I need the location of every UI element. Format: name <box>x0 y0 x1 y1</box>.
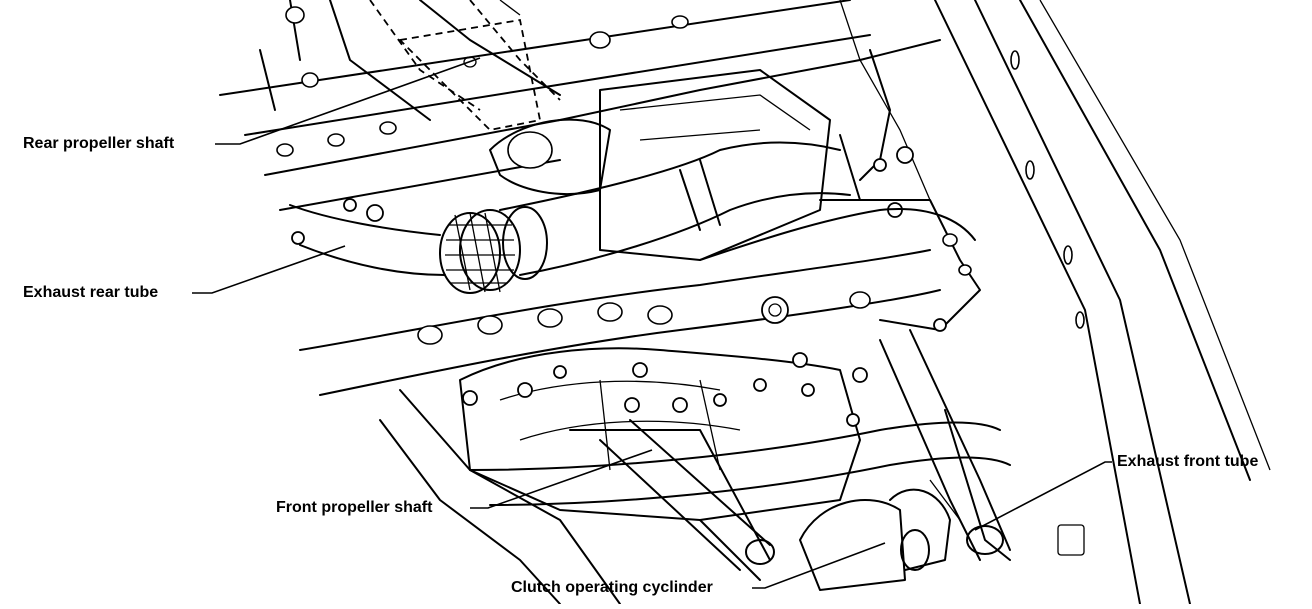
leader-lines <box>192 57 1112 589</box>
leader-clutch-operating-cylinder <box>752 542 886 589</box>
transmission-case <box>459 318 947 521</box>
label-rear-propeller-shaft: Rear propeller shaft <box>23 135 175 152</box>
leader-front-propeller-shaft <box>470 449 653 509</box>
label-front-propeller-shaft: Front propeller shaft <box>276 499 433 516</box>
leader-exhaust-front-tube <box>974 461 1112 531</box>
exhaust-rear-tube-drawing <box>289 204 446 276</box>
front-propeller-shaft-drawing <box>569 397 775 581</box>
engine-block <box>343 0 931 261</box>
upper-frame-rails <box>219 0 941 211</box>
leader-exhaust-rear-tube <box>192 245 346 294</box>
lower-rails <box>379 389 1011 605</box>
body-side-rails <box>934 0 1271 605</box>
label-exhaust-rear-tube: Exhaust rear tube <box>23 284 159 301</box>
rear-propeller-shaft-drawing <box>369 0 561 131</box>
label-clutch-operating-cylinder: Clutch operating cyclinder <box>511 579 713 596</box>
exhaust-pipe <box>439 134 861 294</box>
exhaust-front-tube-drawing <box>799 329 1011 591</box>
leader-rear-propeller-shaft <box>215 57 481 145</box>
crossmember <box>299 199 981 396</box>
label-exhaust-front-tube: Exhaust front tube <box>1117 453 1259 470</box>
